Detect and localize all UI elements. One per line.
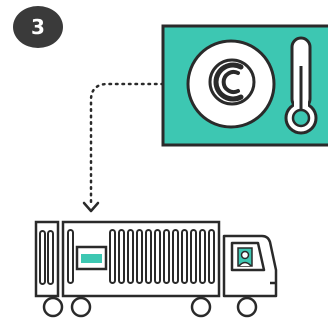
truck-cab: [224, 236, 276, 296]
wheel: [44, 298, 62, 316]
truck-wheels: [44, 298, 256, 316]
sensor-disc-icon: [188, 41, 274, 127]
wheel: [72, 298, 90, 316]
refrigerated-truck-icon: [36, 222, 276, 316]
cargo-container: [63, 222, 219, 296]
cargo-label-icon: [77, 247, 106, 269]
thermometer-icon: [286, 38, 316, 133]
monitoring-panel: [163, 26, 328, 145]
wheel: [192, 298, 210, 316]
wheel: [238, 298, 256, 316]
rear-container: [36, 222, 58, 296]
dotted-arrow-icon: [84, 84, 163, 211]
driver-icon: [238, 248, 252, 266]
